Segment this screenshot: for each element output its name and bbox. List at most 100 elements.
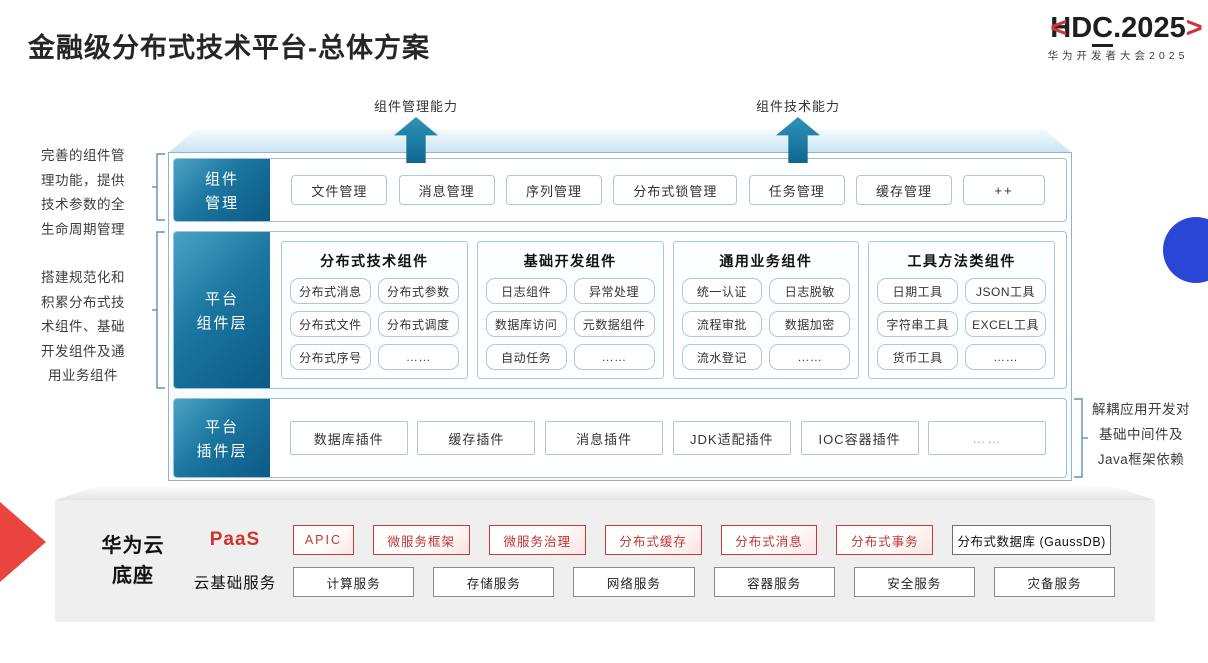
group-title: 工具方法类组件 bbox=[907, 253, 1016, 269]
red-fan-icon bbox=[0, 502, 46, 582]
note-decoupling: 解耦应用开发对 基础中间件及 Java框架依赖 bbox=[1080, 397, 1202, 472]
up-arrow-icon bbox=[394, 117, 438, 163]
chip-json-utility: JSON工具 bbox=[965, 278, 1046, 304]
hdc-logo-wordmark: <HDC.2025> bbox=[1030, 12, 1206, 47]
chip-unified-auth: 统一认证 bbox=[681, 278, 763, 304]
note-line: 技术参数的全 bbox=[41, 197, 125, 212]
chip-distributed-lock-management: 分布式锁管理 bbox=[613, 175, 738, 205]
paas-row: PaaS APIC 微服务框架 微服务治理 分布式缓存 分布式消息 分布式事务 … bbox=[189, 525, 1115, 555]
note-line: 生命周期管理 bbox=[41, 221, 125, 237]
logo-left-angle-icon: < bbox=[1050, 12, 1068, 44]
left-brace-icon bbox=[152, 231, 165, 389]
group-general-business-components: 通用业务组件 统一认证 日志脱敏 流程审批 数据加密 流水登记 …… bbox=[672, 241, 860, 379]
chip-distributed-message-paas: 分布式消息 bbox=[720, 525, 818, 555]
note-line: 解耦应用开发对 bbox=[1092, 402, 1190, 417]
huawei-cloud-base-label: 华为云 底座 bbox=[93, 531, 173, 591]
chip-storage-service: 存储服务 bbox=[433, 567, 555, 597]
chip-ellipsis: …… bbox=[965, 344, 1046, 370]
group-utility-components: 工具方法类组件 日期工具 JSON工具 字符串工具 EXCEL工具 货币工具 …… bbox=[868, 241, 1055, 379]
chip-message-plugin: 消息插件 bbox=[545, 421, 664, 455]
chip-auto-task: 自动任务 bbox=[485, 344, 567, 370]
chip-ellipsis: …… bbox=[769, 344, 851, 370]
chip-security-service: 安全服务 bbox=[853, 567, 975, 597]
row-label-line: 平台 bbox=[204, 290, 239, 308]
plat-label-line: 底座 bbox=[112, 565, 154, 587]
group-title: 基础开发组件 bbox=[523, 253, 617, 269]
chip-ellipsis: …… bbox=[377, 344, 459, 370]
row-platform-component-layer: 平台 组件层 分布式技术组件 分布式消息 分布式参数 分布式文件 分布式调度 分… bbox=[173, 231, 1067, 389]
chip-string-utility: 字符串工具 bbox=[877, 311, 959, 337]
group-basic-dev-components: 基础开发组件 日志组件 异常处理 数据库访问 元数据组件 自动任务 …… bbox=[476, 241, 664, 379]
logo-text-hd: HD bbox=[1050, 12, 1093, 44]
chip-compute-service: 计算服务 bbox=[293, 567, 415, 597]
group-distributed-tech-components: 分布式技术组件 分布式消息 分布式参数 分布式文件 分布式调度 分布式序号 …… bbox=[281, 241, 468, 379]
row-label-line: 组件 bbox=[204, 170, 239, 188]
chip-sequence-management: 序列管理 bbox=[506, 175, 603, 205]
hdc-2025-logo: <HDC.2025> 华为开发者大会2025 bbox=[1030, 12, 1206, 63]
chip-log-masking: 日志脱敏 bbox=[769, 278, 851, 304]
right-brace-icon bbox=[1074, 398, 1088, 478]
chip-distributed-message: 分布式消息 bbox=[290, 278, 371, 304]
chip-jdk-adapter-plugin: JDK适配插件 bbox=[672, 421, 791, 455]
chip-transaction-register: 流水登记 bbox=[681, 344, 763, 370]
chip-message-management: 消息管理 bbox=[398, 175, 495, 205]
note-line: 积累分布式技 bbox=[41, 294, 125, 310]
chip-apic: APIC bbox=[293, 525, 354, 555]
chip-disaster-recovery-service: 灾备服务 bbox=[993, 567, 1116, 597]
chip-exception-handling: 异常处理 bbox=[573, 278, 655, 304]
capability-management-label: 组件管理能力 bbox=[373, 99, 458, 114]
blue-circle-decoration bbox=[1163, 217, 1208, 283]
row-label-line: 插件层 bbox=[196, 442, 248, 460]
chip-excel-utility: EXCEL工具 bbox=[965, 311, 1046, 337]
note-line: 开发组件及通 bbox=[41, 343, 125, 359]
chip-task-management: 任务管理 bbox=[748, 175, 845, 205]
left-brace-icon bbox=[152, 153, 165, 221]
huawei-cloud-base: 华为云 底座 PaaS APIC 微服务框架 微服务治理 分布式缓存 分布式消息… bbox=[55, 500, 1155, 622]
row-label-component-management: 组件 管理 bbox=[174, 159, 270, 221]
capability-technical-label: 组件技术能力 bbox=[755, 99, 840, 114]
group-title: 通用业务组件 bbox=[719, 253, 813, 269]
chip-metadata-component: 元数据组件 bbox=[573, 311, 655, 337]
row-label-platform-component-layer: 平台 组件层 bbox=[174, 232, 270, 388]
row-component-management: 组件 管理 文件管理 消息管理 序列管理 分布式锁管理 任务管理 缓存管理 ++ bbox=[173, 158, 1067, 222]
chip-distributed-cache: 分布式缓存 bbox=[604, 525, 702, 555]
capability-management: 组件管理能力 bbox=[354, 96, 478, 163]
up-arrow-icon bbox=[776, 117, 820, 163]
note-line: 完善的组件管 bbox=[41, 148, 125, 163]
note-line: 搭建规范化和 bbox=[41, 270, 125, 285]
chip-container-service: 容器服务 bbox=[713, 567, 835, 597]
row-label-line: 平台 bbox=[204, 418, 239, 436]
cloud-services-row: 云基础服务 计算服务 存储服务 网络服务 容器服务 安全服务 灾备服务 bbox=[189, 567, 1116, 597]
note-component-accumulation: 搭建规范化和 积累分布式技 术组件、基础 开发组件及通 用业务组件 bbox=[22, 266, 144, 389]
note-component-management: 完善的组件管 理功能，提供 技术参数的全 生命周期管理 bbox=[22, 144, 144, 242]
logo-right-angle-icon: > bbox=[1185, 12, 1203, 44]
note-line: 术组件、基础 bbox=[41, 319, 125, 334]
note-line: 用业务组件 bbox=[48, 368, 118, 383]
hdc-logo-subtitle: 华为开发者大会2025 bbox=[1047, 50, 1189, 62]
chip-currency-utility: 货币工具 bbox=[877, 344, 959, 370]
chip-distributed-scheduling: 分布式调度 bbox=[377, 311, 459, 337]
group-title: 分布式技术组件 bbox=[320, 253, 429, 269]
paas-label: PaaS bbox=[209, 529, 261, 550]
chip-distributed-sequence: 分布式序号 bbox=[290, 344, 371, 370]
chip-distributed-parameter: 分布式参数 bbox=[377, 278, 459, 304]
chip-ellipsis: …… bbox=[573, 344, 655, 370]
chip-microservice-framework: 微服务框架 bbox=[372, 525, 470, 555]
chip-plus-plus: ++ bbox=[963, 175, 1045, 205]
chip-cache-management: 缓存管理 bbox=[856, 175, 953, 205]
chip-distributed-database-gaussdb: 分布式数据库 (GaussDB) bbox=[952, 525, 1111, 555]
main-container-top-face bbox=[168, 130, 1072, 153]
main-architecture-container: 组件 管理 文件管理 消息管理 序列管理 分布式锁管理 任务管理 缓存管理 ++… bbox=[168, 152, 1072, 481]
row-label-line: 组件层 bbox=[196, 314, 248, 332]
row-label-platform-plugin-layer: 平台 插件层 bbox=[174, 399, 270, 477]
note-line: 理功能，提供 bbox=[41, 172, 125, 188]
chip-microservice-governance: 微服务治理 bbox=[488, 525, 586, 555]
chip-ellipsis: …… bbox=[928, 421, 1047, 455]
row-platform-plugin-layer: 平台 插件层 数据库插件 缓存插件 消息插件 JDK适配插件 IOC容器插件 …… bbox=[173, 398, 1067, 478]
chip-cache-plugin: 缓存插件 bbox=[417, 421, 536, 455]
plat-label-line: 华为云 bbox=[101, 535, 165, 557]
chip-process-approval: 流程审批 bbox=[681, 311, 763, 337]
chip-ioc-container-plugin: IOC容器插件 bbox=[800, 421, 919, 455]
logo-text-c-underlined: C bbox=[1092, 12, 1114, 47]
